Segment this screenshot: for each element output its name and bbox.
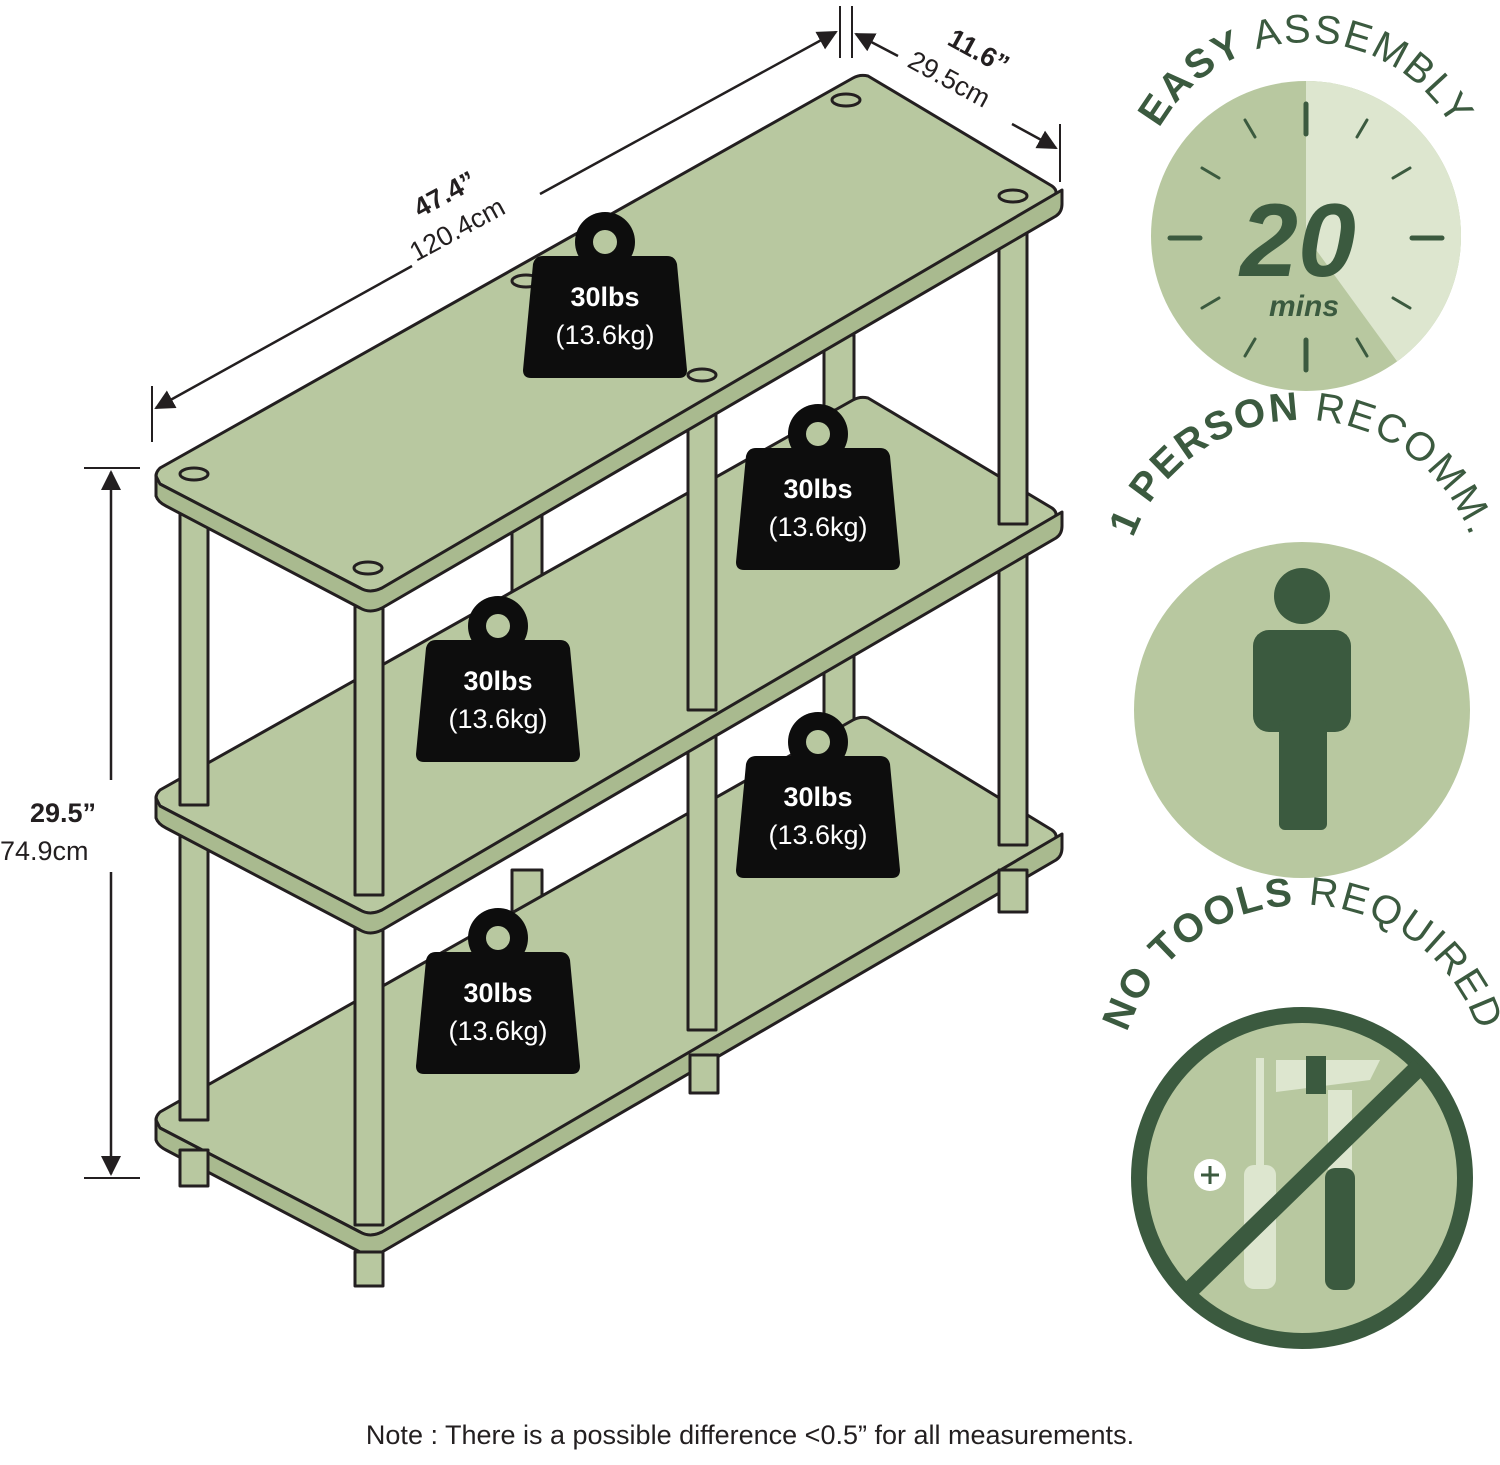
weight-lbs-label: 30lbs bbox=[783, 782, 852, 812]
weight-markers: 30lbs(13.6kg)30lbs(13.6kg)30lbs(13.6kg)3… bbox=[416, 212, 900, 1074]
prohibited-slash bbox=[1183, 1059, 1427, 1297]
post-hole bbox=[352, 560, 384, 576]
post-hole bbox=[686, 367, 718, 383]
foot bbox=[688, 1053, 720, 1095]
top-shelf-edge bbox=[154, 188, 1064, 613]
weight-lbs-label: 30lbs bbox=[463, 978, 532, 1008]
weight-lbs-label: 30lbs bbox=[783, 474, 852, 504]
post-hole bbox=[178, 466, 210, 482]
weight-body bbox=[736, 756, 900, 878]
post bbox=[353, 918, 385, 1227]
one-person-badge: 1 PERSON RECOMM. bbox=[1101, 384, 1500, 878]
weight-hole bbox=[486, 926, 510, 950]
assembly-minutes: 20 bbox=[1238, 183, 1356, 299]
weight-marker: 30lbs (13.6kg) bbox=[523, 212, 687, 378]
weight-hole bbox=[806, 422, 830, 446]
weight-kg-label: (13.6kg) bbox=[448, 704, 547, 734]
weight-lbs-label: 30lbs bbox=[570, 282, 639, 312]
weight-body bbox=[416, 952, 580, 1074]
person-icon bbox=[1253, 568, 1351, 830]
person-bold-label: 1 PERSON bbox=[1101, 384, 1302, 541]
weight-lbs-label: 30lbs bbox=[463, 666, 532, 696]
weight-hole bbox=[806, 730, 830, 754]
assembly-unit: mins bbox=[1269, 290, 1339, 323]
weight-kg-label: (13.6kg) bbox=[555, 320, 654, 350]
weight-marker: 30lbs (13.6kg) bbox=[416, 596, 580, 762]
plus-icon bbox=[1194, 1159, 1226, 1191]
no-tools-badge: NO TOOLS REQUIRED bbox=[1094, 870, 1500, 1349]
dimension-height: 29.5” 74.9cm bbox=[0, 467, 140, 1179]
clock-wedge bbox=[1306, 81, 1461, 362]
weight-marker: 30lbs (13.6kg) bbox=[416, 908, 580, 1074]
middle-shelf-edge bbox=[154, 510, 1064, 935]
post bbox=[353, 598, 385, 897]
post bbox=[686, 733, 718, 1032]
weight-hole bbox=[486, 614, 510, 638]
person-arc-label: 1 PERSON RECOMM. bbox=[1101, 384, 1500, 541]
post-hole bbox=[997, 188, 1029, 204]
weight-body bbox=[523, 256, 687, 378]
weight-marker: 30lbs (13.6kg) bbox=[736, 404, 900, 570]
weight-hole bbox=[593, 230, 617, 254]
weight-kg-label: (13.6kg) bbox=[768, 512, 867, 542]
easy-assembly-badge: 20 mins EASY ASSEMBLY bbox=[1130, 7, 1480, 391]
weight-body bbox=[416, 640, 580, 762]
post bbox=[178, 828, 210, 1122]
foot bbox=[997, 868, 1029, 914]
post bbox=[997, 543, 1029, 847]
post bbox=[997, 226, 1029, 526]
weight-kg-label: (13.6kg) bbox=[448, 1016, 547, 1046]
post bbox=[178, 503, 210, 807]
height-cm-label: 74.9cm bbox=[0, 836, 89, 866]
weight-marker: 30lbs (13.6kg) bbox=[736, 712, 900, 878]
weight-kg-label: (13.6kg) bbox=[768, 820, 867, 850]
post-hole bbox=[830, 92, 862, 108]
clock-ticks bbox=[1167, 101, 1445, 373]
post bbox=[686, 413, 718, 712]
foot bbox=[178, 1148, 210, 1188]
bottom-shelf-edge bbox=[154, 832, 1064, 1257]
person-light-label: RECOMM. bbox=[1313, 385, 1500, 541]
weight-body bbox=[736, 448, 900, 570]
height-in-label: 29.5” bbox=[30, 798, 96, 828]
foot bbox=[353, 1250, 385, 1288]
measurement-note: Note : There is a possible difference <0… bbox=[365, 1420, 1135, 1450]
